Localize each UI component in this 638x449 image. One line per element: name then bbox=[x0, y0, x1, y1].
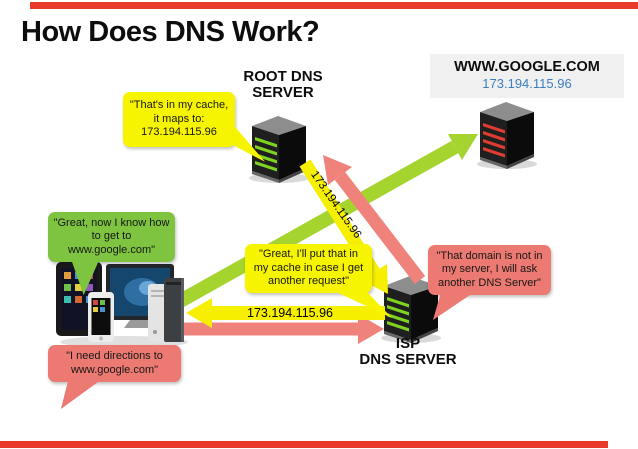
isp-label-line2: DNS SERVER bbox=[359, 351, 457, 368]
bubble-isp-cache: "Great, I'll put that in my cache in cas… bbox=[245, 244, 372, 293]
bubble-line: "That domain is not in bbox=[436, 249, 543, 262]
google-ip-label: 173.194.115.96 bbox=[482, 76, 572, 91]
bottom-accent-bar bbox=[0, 441, 608, 448]
bubble-line: 173.194.115.96 bbox=[141, 126, 217, 139]
isp-dns-server-label: ISP DNS SERVER bbox=[352, 336, 464, 368]
bubble-line: www.google.com" bbox=[70, 363, 159, 376]
bubble-line: it maps to: bbox=[153, 112, 205, 125]
bubble-line: "I need directions to bbox=[66, 350, 163, 362]
bubble-line: "Great, now I know how bbox=[53, 216, 170, 229]
bubble-line: another DNS Server" bbox=[438, 276, 541, 289]
bubble-line: www.google.com" bbox=[67, 243, 156, 256]
arrow-client-to-google bbox=[146, 134, 478, 325]
top-accent-bar bbox=[30, 2, 638, 9]
google-domain-label: WWW.GOOGLE.COM bbox=[454, 59, 600, 75]
arrow-client-to-isp-query bbox=[180, 314, 384, 344]
root-server-icon bbox=[249, 116, 309, 183]
ip-label-horizontal: 173.194.115.96 bbox=[247, 306, 333, 320]
root-label-line1: ROOT DNS bbox=[243, 68, 323, 85]
root-label-line2: SERVER bbox=[252, 84, 314, 101]
bubble-client-knows: "Great, now I know how to get to www.goo… bbox=[48, 212, 175, 262]
bubble-line: my server, I will ask bbox=[441, 263, 538, 276]
bubble-line: another request" bbox=[268, 275, 349, 288]
root-dns-server-label: ROOT DNS SERVER bbox=[233, 69, 333, 101]
isp-server-icon bbox=[381, 276, 441, 343]
arrow-isp-to-client-response bbox=[186, 298, 385, 328]
bubble-line: "That's in my cache, bbox=[129, 99, 229, 112]
arrow-isp-to-root-query bbox=[323, 155, 426, 284]
client-devices-icon bbox=[56, 262, 188, 348]
isp-label-line1: ISP bbox=[395, 335, 421, 352]
bubble-root-cache: "That's in my cache, it maps to: 173.194… bbox=[123, 92, 235, 147]
google-server-icon bbox=[477, 102, 537, 169]
bubble-line: to get to bbox=[91, 230, 132, 243]
bubble-line: "Great, I'll put that in bbox=[259, 248, 358, 261]
bubble-isp-ask: "That domain is not in my server, I will… bbox=[428, 245, 551, 295]
page-title: How Does DNS Work? bbox=[21, 16, 320, 48]
google-server-label-box: WWW.GOOGLE.COM 173.194.115.96 bbox=[430, 54, 624, 98]
bubble-line: my cache in case I get bbox=[253, 261, 364, 274]
bubble-client-ask: "I need directions to www.google.com" bbox=[48, 345, 181, 382]
